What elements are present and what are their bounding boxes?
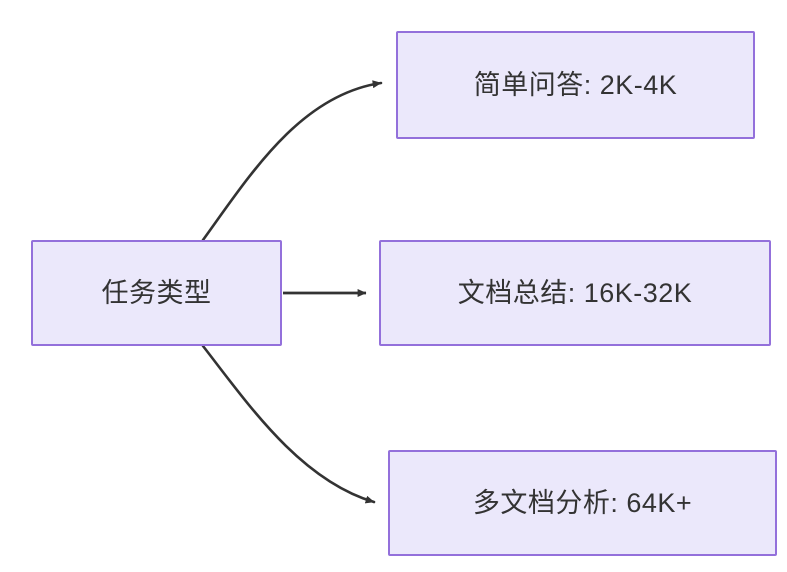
node-doc-summary[interactable]: 文档总结: 16K-32K — [379, 240, 771, 346]
node-multi-doc-label: 多文档分析: 64K+ — [472, 487, 693, 518]
node-doc-summary-label: 文档总结: 16K-32K — [457, 277, 693, 308]
node-simple-qa[interactable]: 简单问答: 2K-4K — [396, 31, 755, 139]
node-task-type[interactable]: 任务类型 — [31, 240, 282, 346]
edge-source-to-multi-doc — [201, 344, 376, 504]
edge-source-to-simple-qa — [201, 80, 383, 242]
node-multi-doc[interactable]: 多文档分析: 64K+ — [388, 450, 777, 556]
node-task-type-label: 任务类型 — [101, 277, 212, 308]
node-simple-qa-label: 简单问答: 2K-4K — [473, 69, 678, 100]
